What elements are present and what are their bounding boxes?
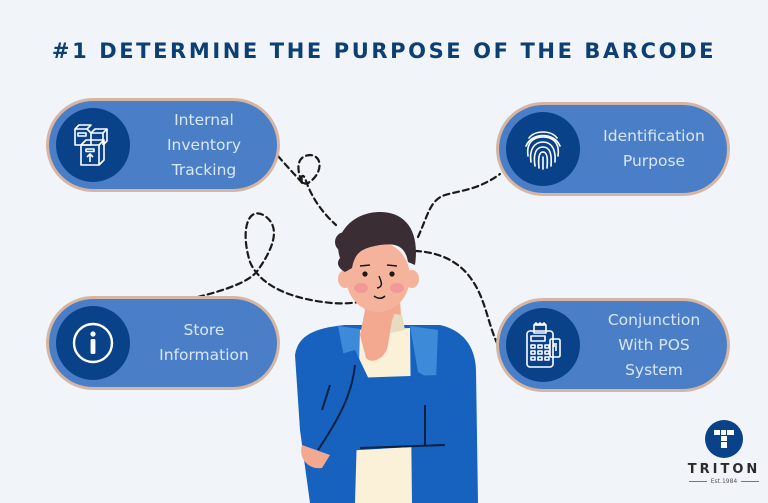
info-icon (72, 322, 114, 364)
card-label: Internal Inventory Tracking (166, 110, 242, 179)
pos-terminal-icon (526, 322, 561, 368)
card-identification-purpose: Identification Purpose (499, 105, 727, 193)
card-label: Identification Purpose (603, 127, 705, 170)
logo-established-text: Est.1984 (710, 478, 738, 485)
triton-t-icon (714, 430, 734, 448)
card-label: Conjunction With POS System (607, 310, 701, 379)
boxes-icon (74, 124, 108, 166)
card-internal-inventory-tracking: Internal Inventory Tracking (49, 101, 277, 189)
triton-logo-mark (705, 420, 743, 458)
card-label: Store Information (159, 321, 249, 364)
icon-circle (506, 308, 580, 382)
divider (741, 481, 760, 482)
card-conjunction-with-pos-system: Conjunction With POS System (499, 301, 727, 389)
page-title: #1 DETERMINE THE PURPOSE OF THE BARCODE (51, 39, 717, 63)
divider (688, 481, 707, 482)
icon-circle (56, 108, 130, 182)
icon-circle (56, 306, 130, 380)
logo-brand-name: TRITON (687, 462, 761, 477)
triton-logo: TRITON Est.1984 (682, 420, 766, 485)
icon-circle (506, 112, 580, 186)
logo-established: Est.1984 (682, 478, 766, 485)
card-store-information: Store Information (49, 299, 277, 387)
fingerprint-icon (525, 131, 561, 170)
